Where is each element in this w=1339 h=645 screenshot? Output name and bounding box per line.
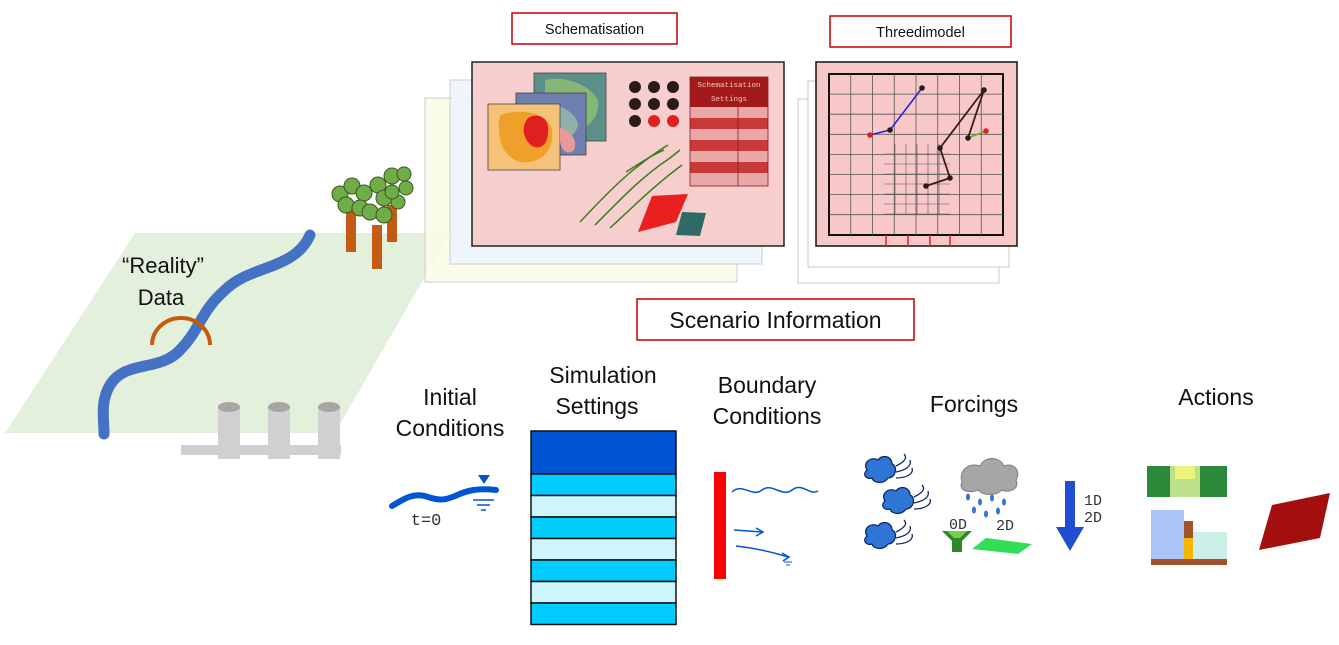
schematisation-label-box — [511, 12, 678, 45]
threedimodel-label: Threedimodel — [876, 25, 965, 41]
weir-structure-icon — [1147, 466, 1227, 497]
forcing-1d-label: 1D — [1084, 493, 1102, 510]
action-polygon-icon — [1259, 493, 1330, 550]
t0-label: t=0 — [411, 512, 442, 531]
sewer-pipes-icon — [181, 402, 341, 459]
initial-conditions-label-line1: Initial — [423, 384, 477, 410]
schematisation-settings-line1: Schematisation — [697, 82, 760, 90]
threedimodel-label-box — [829, 15, 1012, 48]
initial-conditions-label-line2: Conditions — [396, 415, 505, 441]
schematisation-settings-line2: Settings — [711, 96, 747, 104]
rain-cloud-icon — [960, 458, 1019, 518]
schematisation-settings-table: Schematisation Settings — [689, 76, 769, 187]
boundary-conditions-icon — [714, 472, 819, 579]
funnel-icon — [942, 531, 972, 552]
trees-icon — [331, 166, 414, 269]
simulation-settings-label-line1: Simulation — [549, 362, 656, 388]
scenario-information-box — [636, 298, 915, 341]
forcings-label: Forcings — [930, 391, 1018, 417]
river-icon — [97, 229, 316, 440]
channel-lines-icon — [579, 144, 683, 229]
schematisation-label: Schematisation — [545, 22, 644, 38]
gate-structure-icon — [1151, 510, 1227, 565]
simulation-settings-label-line2: Settings — [555, 393, 638, 419]
boundary-conditions-label-line1: Boundary — [718, 372, 817, 398]
actions-label: Actions — [1178, 384, 1253, 410]
initial-water-level-icon — [389, 475, 499, 511]
surface-area-icon — [972, 538, 1032, 554]
polygon-areas-icon — [638, 194, 706, 236]
node-dots-icon — [629, 81, 679, 127]
reality-label: “Reality” — [122, 253, 204, 278]
forcing-2d-b-label: 2D — [1084, 510, 1102, 527]
raster-maps-icon — [487, 72, 607, 171]
data-label: Data — [138, 285, 185, 310]
forcing-0d-label: 0D — [949, 517, 967, 534]
simulation-settings-table — [530, 430, 677, 626]
wind-icon — [864, 453, 931, 550]
forcing-2d-label: 2D — [996, 518, 1014, 535]
computational-grid-icon — [828, 73, 1004, 246]
scenario-information-label: Scenario Information — [669, 307, 881, 333]
bridge-arch-icon — [150, 316, 212, 346]
downward-arrow-icon — [1056, 481, 1084, 551]
boundary-conditions-label-line2: Conditions — [713, 403, 822, 429]
